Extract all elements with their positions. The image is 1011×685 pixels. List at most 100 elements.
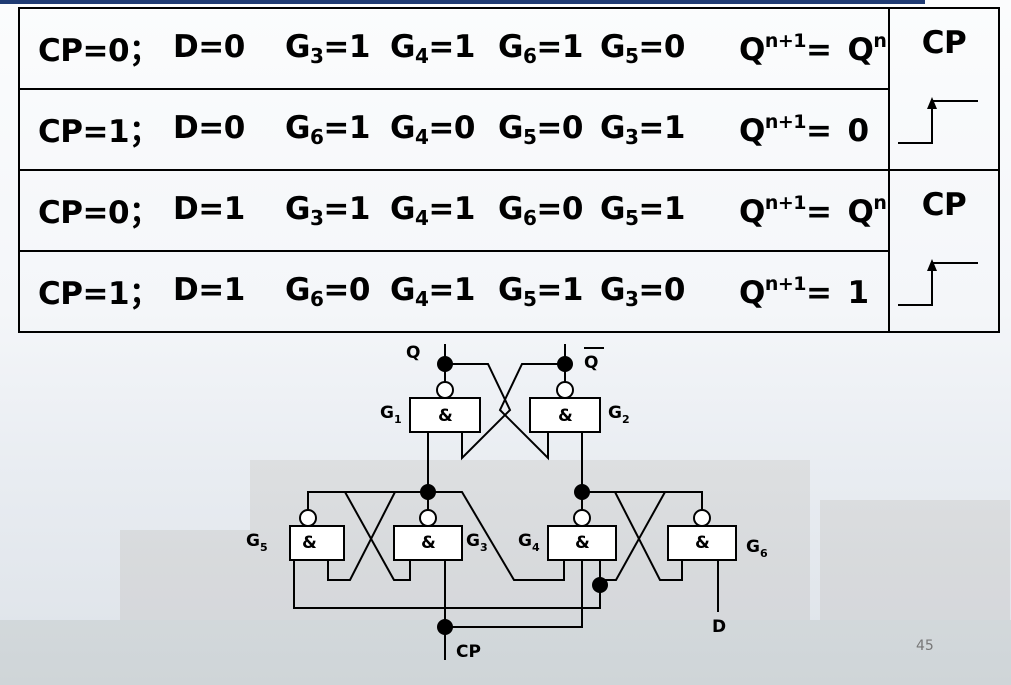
- cell-subscript: 4: [414, 125, 429, 149]
- cell-value: =1: [323, 110, 370, 146]
- row-3-cell-1: D=1: [173, 272, 285, 311]
- cell-subscript: 3: [309, 44, 324, 68]
- cell-subscript: 6: [522, 44, 537, 68]
- cell-text: G: [600, 272, 625, 308]
- gate-symbol: &: [558, 406, 573, 426]
- row-0-cell-5: G5=0: [600, 29, 725, 68]
- q-rhs: 1: [847, 274, 870, 311]
- cell-value: =0: [428, 110, 475, 146]
- row-0-next-state: Qn+1=Qn: [739, 29, 887, 68]
- cell-value: =1: [428, 191, 475, 227]
- gate-g3: [393, 525, 463, 561]
- q-eq: =: [806, 274, 832, 311]
- cp-rising-edge-cell: CP: [888, 7, 1000, 171]
- top-accent-bar: [0, 0, 925, 4]
- row-1-cell-1: D=0: [173, 110, 285, 149]
- cell-value: =0: [323, 272, 370, 308]
- gate-g6: [667, 525, 737, 561]
- cell-text: CP=1；: [38, 114, 160, 150]
- cell-text: G: [498, 29, 523, 65]
- cell-subscript: 3: [624, 125, 639, 149]
- inverter-bubble: [556, 381, 574, 399]
- row-3-cell-2: G6=0: [285, 272, 390, 311]
- cp-label-1: CP: [921, 25, 967, 61]
- cell-value: =1: [428, 29, 475, 65]
- cell-text: G: [390, 110, 415, 146]
- cp-input-label: CP: [456, 642, 481, 662]
- row-1-cell-2: G6=1: [285, 110, 390, 149]
- cell-value: =1: [323, 191, 370, 227]
- gate-symbol: &: [575, 533, 590, 553]
- row-2-cell-3: G4=1: [390, 191, 498, 230]
- cell-value: =0: [638, 29, 685, 65]
- cell-value: =0: [638, 272, 685, 308]
- cell-value: =1: [638, 191, 685, 227]
- d-input-label: D: [712, 617, 726, 637]
- cell-text: G: [390, 29, 415, 65]
- cell-text: G: [498, 272, 523, 308]
- cell-text: G: [285, 110, 310, 146]
- cell-text: G: [285, 191, 310, 227]
- q-eq: =: [806, 112, 832, 149]
- q-eq: =: [806, 31, 832, 68]
- row-1-cell-3: G4=0: [390, 110, 498, 149]
- cp-label-2: CP: [921, 187, 967, 223]
- row-3-cell-3: G4=1: [390, 272, 498, 311]
- row-0-cell-2: G3=1: [285, 29, 390, 68]
- q-rhs-sup: n: [873, 29, 887, 52]
- row-1-cell-5: G3=1: [600, 110, 725, 149]
- cell-subscript: 6: [522, 206, 537, 230]
- gate-symbol: &: [695, 533, 710, 553]
- label-g1: G1: [380, 403, 402, 426]
- page-number: 45: [916, 638, 934, 654]
- q-lhs-sup: n+1: [764, 191, 807, 214]
- label-g5: G5: [246, 531, 268, 554]
- row-2-next-state: Qn+1=Qn: [739, 191, 887, 230]
- gate-g4: [547, 525, 617, 561]
- cell-value: =1: [428, 272, 475, 308]
- cell-text: G: [390, 272, 415, 308]
- cell-text: D=1: [173, 191, 245, 227]
- q-lhs: Q: [739, 31, 765, 68]
- cell-text: G: [600, 110, 625, 146]
- row-2-cell-4: G6=0: [498, 191, 600, 230]
- cell-text: G: [498, 110, 523, 146]
- q-lhs-sup: n+1: [764, 110, 807, 133]
- cell-subscript: 3: [624, 287, 639, 311]
- label-g6: G6: [746, 537, 768, 560]
- label-g3: G3: [466, 531, 488, 554]
- gate-g1: [409, 397, 481, 433]
- gate-g5: [289, 525, 345, 561]
- cell-value: =0: [536, 191, 583, 227]
- gate-symbol: &: [421, 533, 436, 553]
- row-1-next-state: Qn+1= 0: [739, 111, 869, 149]
- q-rhs: 0: [847, 112, 870, 149]
- row-1-cell-0: CP=1；: [38, 106, 173, 153]
- rising-edge-waveform: [898, 259, 978, 306]
- row-1-cell-4: G5=0: [498, 110, 600, 149]
- q-output-label: Q: [406, 343, 420, 363]
- cell-text: G: [285, 272, 310, 308]
- q-lhs: Q: [739, 112, 765, 149]
- cell-text: D=1: [173, 272, 245, 308]
- gate-symbol: &: [438, 406, 453, 426]
- cell-text: D=0: [173, 110, 245, 146]
- cell-subscript: 5: [522, 287, 537, 311]
- cell-subscript: 5: [522, 125, 537, 149]
- junction-dots: [420, 356, 608, 635]
- label-g4: G4: [518, 531, 540, 554]
- q-rhs: Q: [847, 193, 874, 230]
- row-2-cell-0: CP=0；: [38, 187, 173, 234]
- row-2-cell-2: G3=1: [285, 191, 390, 230]
- row-2-cell-1: D=1: [173, 191, 285, 230]
- cell-text: G: [600, 29, 625, 65]
- cell-subscript: 6: [309, 287, 324, 311]
- cell-value: =1: [638, 110, 685, 146]
- rising-edge-waveform: [898, 97, 978, 144]
